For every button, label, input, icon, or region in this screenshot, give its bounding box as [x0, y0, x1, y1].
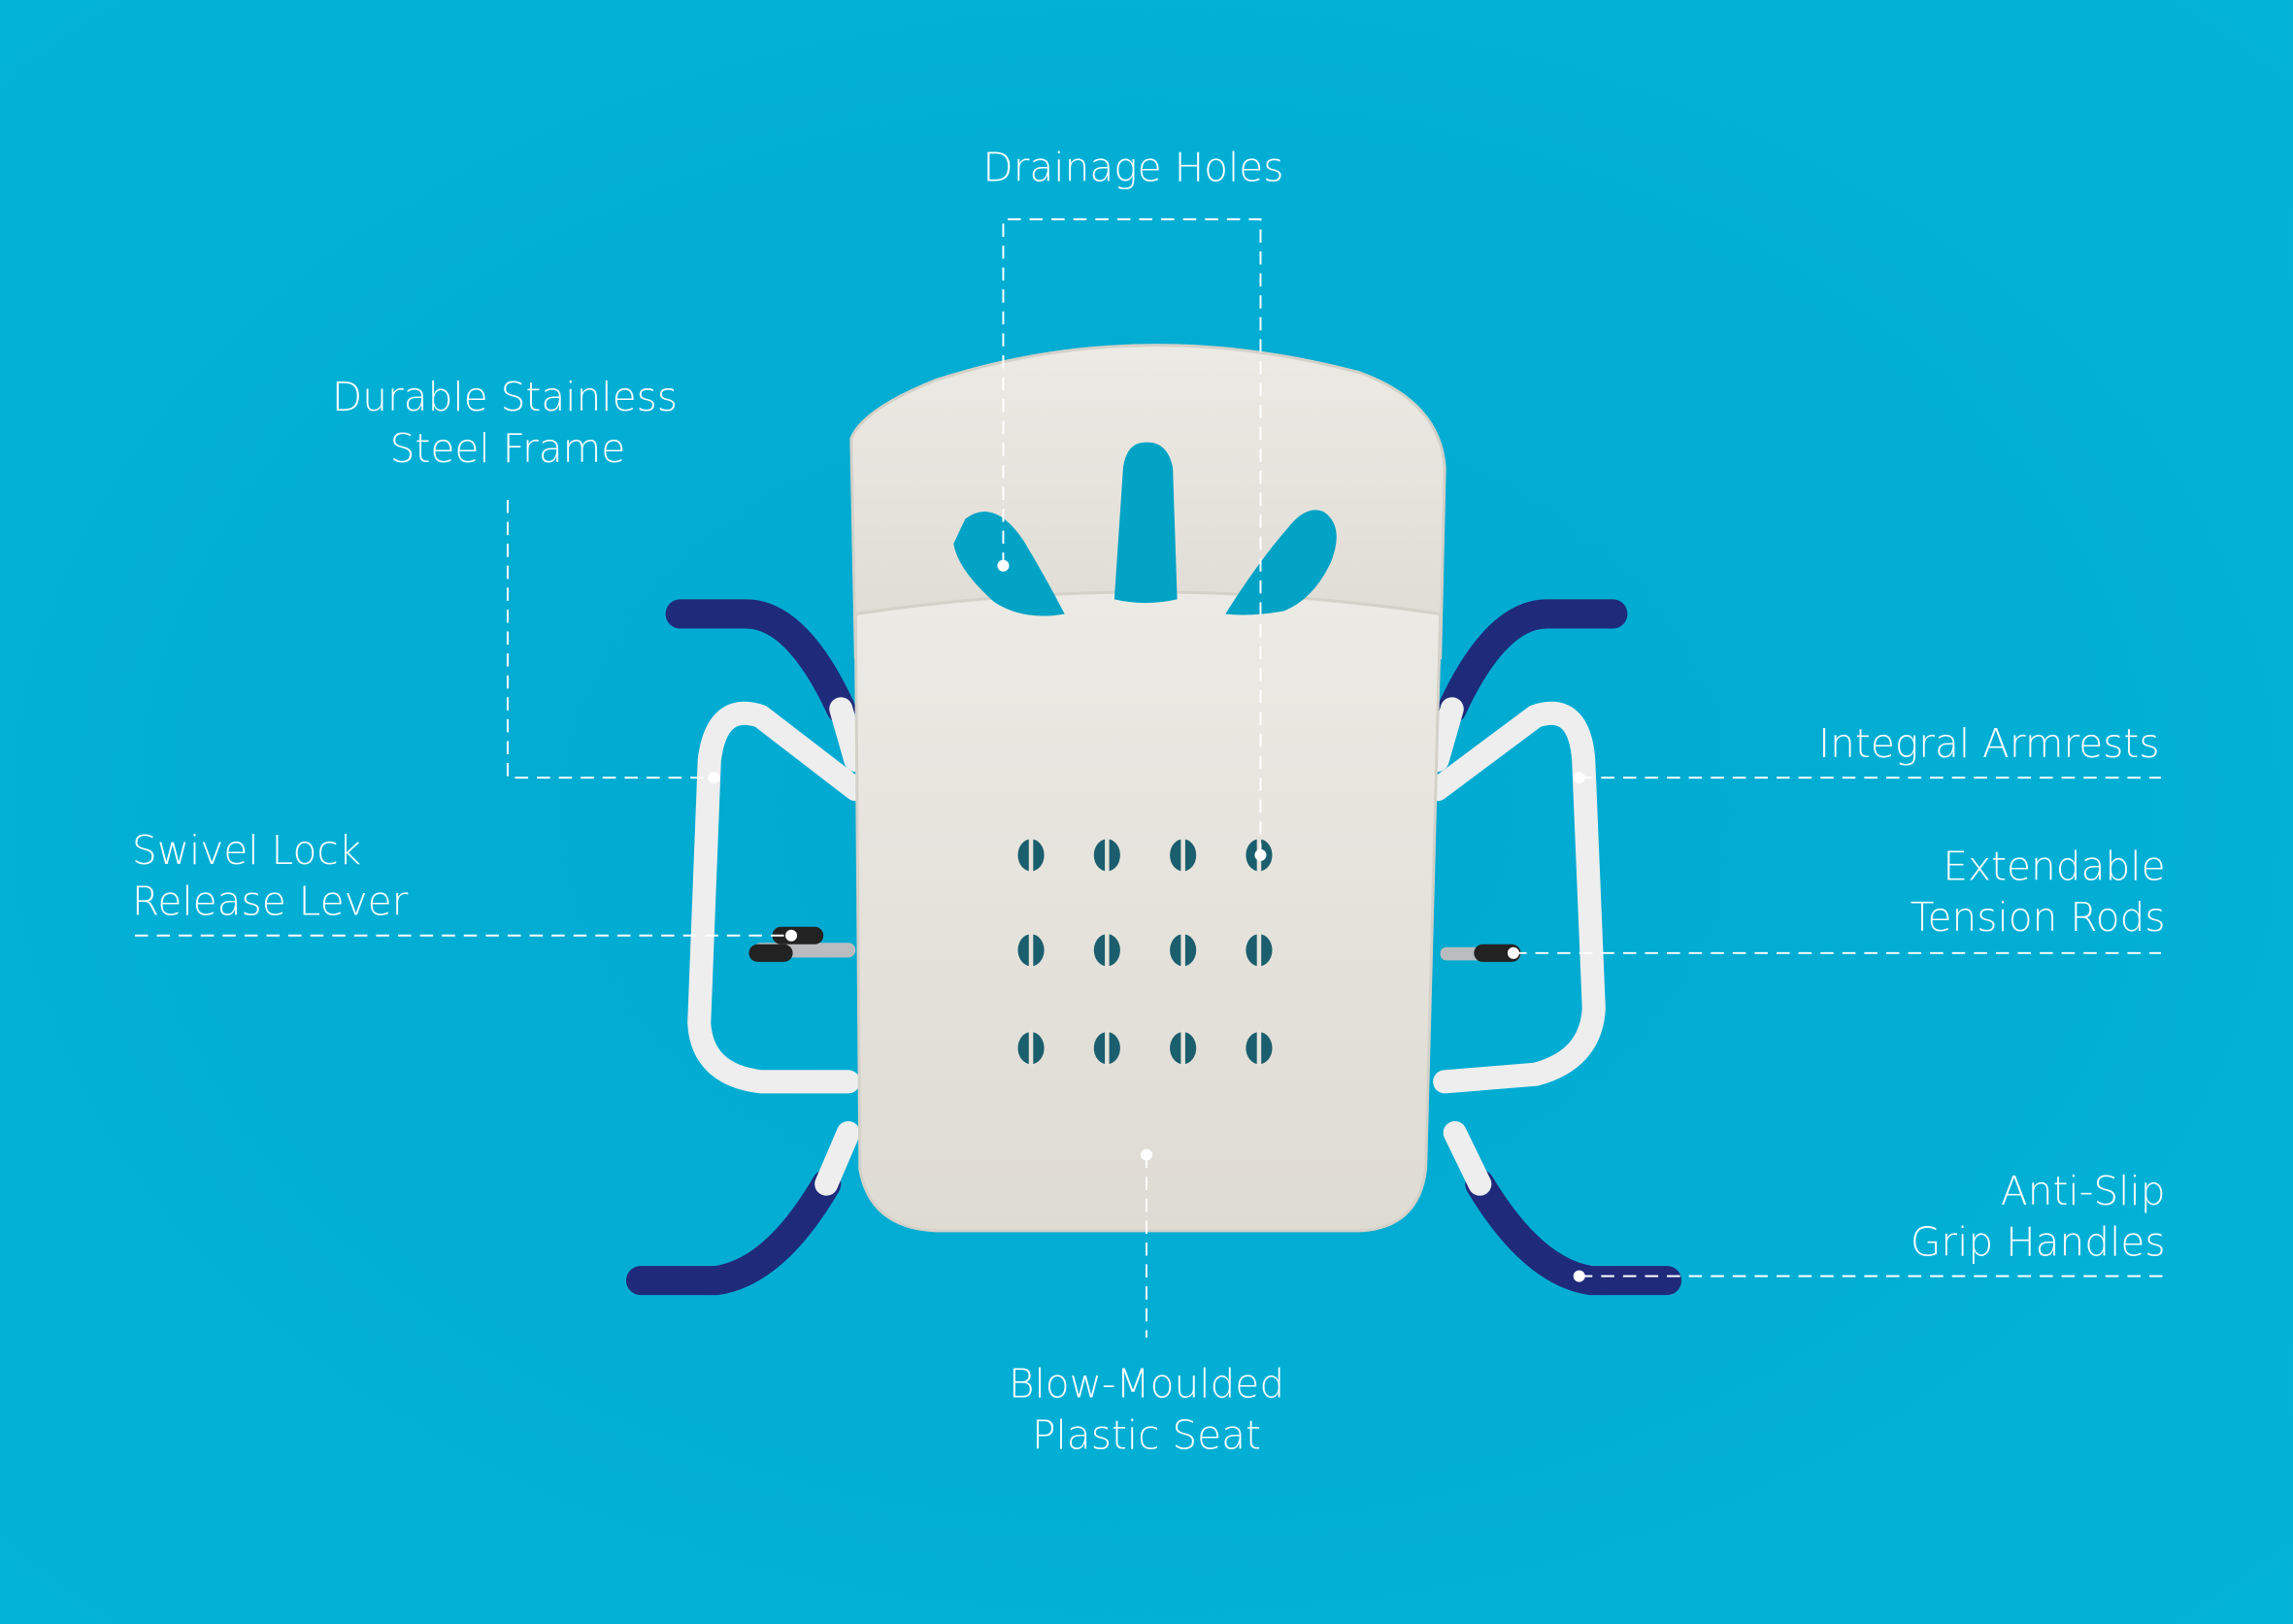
label-grip-line2: Grip Handles — [1911, 1219, 2166, 1266]
label-tension-line2: Tension Rods — [1911, 894, 2166, 941]
label-tension-line1: Extendable — [1943, 844, 2165, 890]
callout-lines — [134, 217, 2166, 1338]
shower-chair-illustration — [625, 344, 1682, 1296]
steel-frame — [687, 697, 1606, 1196]
grip-handles — [625, 599, 1682, 1296]
seat — [853, 590, 1443, 1233]
label-grip-line1: Anti-Slip — [2001, 1168, 2166, 1214]
label-frame-line1: Durable Stainless — [332, 374, 678, 420]
label-swivel-line1: Swivel Lock — [132, 827, 361, 874]
label-seat-line2: Plastic Seat — [1032, 1411, 1261, 1458]
label-frame-line2: Steel Frame — [390, 425, 626, 472]
label-drainage-holes: Drainage Holes — [982, 145, 1283, 191]
label-swivel-line2: Release Lever — [132, 878, 409, 925]
tension-rods — [748, 926, 1521, 962]
label-seat-line1: Blow-Moulded — [1009, 1361, 1284, 1408]
label-armrests: Integral Armrests — [1818, 720, 2159, 767]
backrest-slots — [953, 442, 1337, 616]
